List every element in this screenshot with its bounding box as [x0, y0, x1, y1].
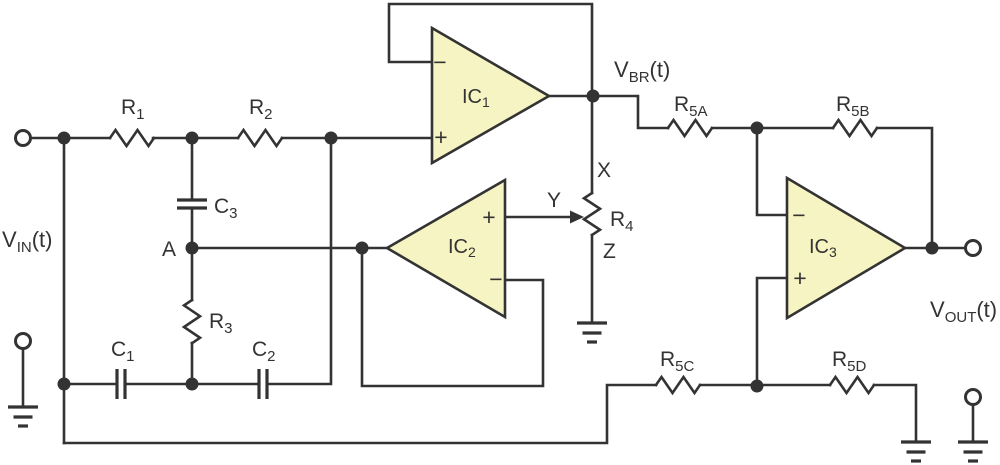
label-r5d: R5D [832, 348, 867, 375]
ic3-minus-input-mark: − [792, 202, 805, 228]
label-r5c: R5C [660, 348, 695, 375]
resistor-r5d [828, 374, 876, 396]
ic2-minus-input-mark: − [489, 266, 502, 292]
input-terminal [14, 129, 32, 147]
label-r5b: R5B [836, 93, 870, 120]
ic1-plus-input-mark: + [434, 124, 447, 150]
label-c2: C2 [252, 338, 276, 365]
opamp-ic2 [384, 177, 507, 320]
ic3-plus-input-mark: + [793, 265, 806, 291]
output-ground-terminal [964, 388, 982, 406]
label-node-y: Y [547, 189, 561, 212]
node-dot [750, 121, 764, 135]
resistor-r5b [831, 117, 879, 139]
opamp-ic1 [430, 25, 552, 166]
wire-ic1-feedback [387, 2, 594, 98]
grounds [6, 321, 990, 463]
node-dot [185, 131, 199, 145]
wire-ic3-plus-down [755, 276, 789, 388]
node-dot [185, 377, 199, 391]
resistor-r4-potentiometer [581, 191, 603, 237]
label-r3: R3 [209, 310, 233, 337]
ground-icon-input [6, 405, 40, 428]
wires [21, 2, 975, 445]
node-dot-a [185, 241, 199, 255]
label-vbr: VBR(t) [614, 57, 670, 86]
output-terminal [964, 239, 982, 257]
label-ic1: IC1 [462, 86, 490, 110]
label-r2: R2 [249, 96, 273, 123]
node-dot [355, 241, 369, 255]
resistor-r2 [236, 127, 284, 149]
label-r4: R4 [610, 208, 634, 235]
ic1-minus-input-mark: − [433, 49, 446, 75]
wire-r5d-to-ground [872, 383, 918, 444]
label-ic2: IC2 [448, 236, 476, 260]
label-vout: VOUT(t) [930, 297, 997, 326]
ic2-plus-input-mark: + [482, 204, 495, 230]
node-dot [57, 131, 71, 145]
node-dot [57, 377, 71, 391]
wire-ic2-feedback [360, 246, 545, 388]
terminals [14, 129, 982, 406]
junction-dots [57, 89, 939, 393]
resistor-r3 [181, 298, 203, 346]
capacitor-c3 [177, 198, 207, 210]
resistor-r5c [654, 374, 702, 396]
node-dot-vout [925, 241, 939, 255]
node-dot-vbr [586, 89, 600, 103]
label-node-a: A [162, 238, 176, 261]
wire-ic1-output-to-r5a [547, 94, 670, 130]
resistor-r1 [108, 127, 156, 149]
capacitors [115, 198, 269, 399]
ground-icon-r5d [899, 440, 933, 463]
wire-node-to-ic3-minus [755, 126, 789, 217]
resistors [108, 117, 879, 396]
wire-bottom-rail-to-r5c [62, 383, 658, 445]
label-vin: VIN(t) [2, 227, 52, 256]
potentiometer-wiper-arrow-icon [570, 210, 584, 224]
label-c1: C1 [111, 338, 135, 365]
opamp-ic3 [785, 175, 908, 321]
label-c3: C3 [214, 195, 238, 222]
capacitor-c2 [257, 369, 269, 399]
wire-c2-up-to-r2-node [265, 136, 333, 386]
label-r1: R1 [121, 96, 145, 123]
node-dot [750, 379, 764, 393]
label-ic3: IC3 [809, 236, 837, 260]
ground-icon-output [956, 440, 990, 463]
opamps: − + + − − + [384, 25, 908, 321]
label-node-x: X [597, 159, 611, 182]
node-dot [324, 131, 338, 145]
capacitor-c1 [115, 369, 127, 399]
label-node-z: Z [603, 240, 616, 263]
resistor-r5a [666, 117, 714, 139]
ground-icon-r4 [575, 321, 609, 344]
label-r5a: R5A [674, 93, 708, 120]
wire-r5b-to-output-node [875, 126, 934, 250]
labels: VIN(t) VBR(t) VOUT(t) R1 R2 C3 R3 C1 C2 … [2, 57, 997, 375]
input-ground-terminal [14, 332, 32, 350]
